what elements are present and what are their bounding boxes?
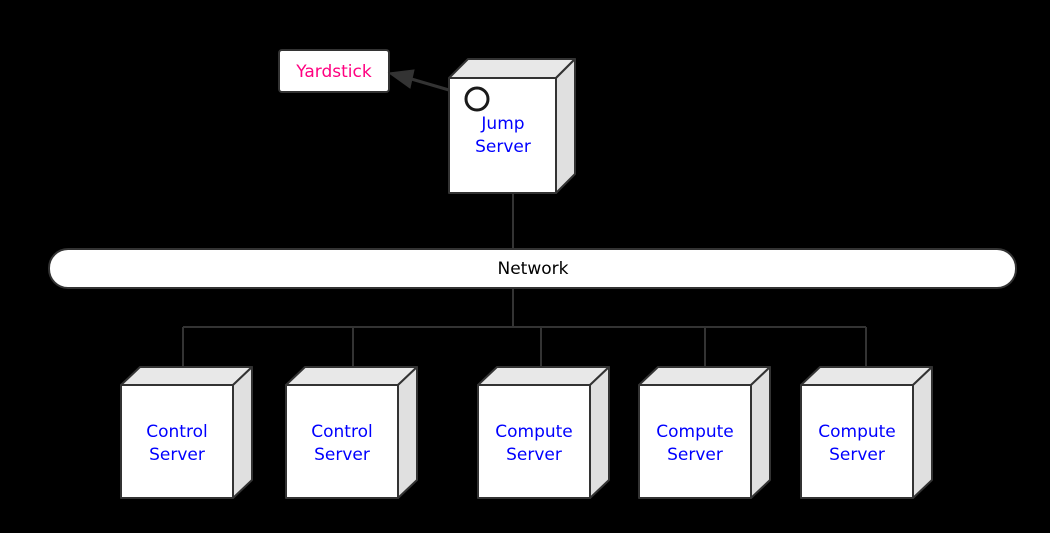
network-bar-shape <box>48 248 1017 289</box>
compute-server-2-front-face <box>638 384 752 499</box>
compute-server-1-label-line1: Compute <box>495 422 573 442</box>
yardstick-box-shape <box>278 49 390 93</box>
control-server-1-label-line2: Server <box>149 445 205 465</box>
jump-server-label-line1: Jump <box>480 114 524 134</box>
node-network[interactable]: Network <box>48 248 1017 289</box>
control-server-2-label-line1: Control <box>311 422 372 442</box>
compute-server-1-label-line2: Server <box>506 445 562 465</box>
compute-server-3-side-face <box>912 366 933 499</box>
compute-server-3-label-line2: Server <box>829 445 885 465</box>
control-server-1-top-face <box>120 366 253 386</box>
control-server-1-side-face <box>232 366 253 499</box>
node-compute-server-3[interactable]: Compute Server <box>800 366 933 499</box>
network-label: Network <box>498 259 569 279</box>
node-control-server-1[interactable]: Control Server <box>120 366 253 499</box>
node-compute-server-1[interactable]: Compute Server <box>477 366 610 499</box>
node-yardstick[interactable]: Yardstick <box>278 49 390 93</box>
jump-server-front-face <box>448 77 557 194</box>
control-server-2-label-line2: Server <box>314 445 370 465</box>
yardstick-label: Yardstick <box>295 62 372 82</box>
control-server-1-front-face <box>120 384 234 499</box>
compute-server-2-label-line1: Compute <box>656 422 734 442</box>
compute-server-3-front-face <box>800 384 914 499</box>
compute-server-3-top-face <box>800 366 933 386</box>
compute-server-2-label-line2: Server <box>667 445 723 465</box>
compute-server-2-top-face <box>638 366 771 386</box>
jump-server-top-face <box>448 58 576 79</box>
node-control-server-2[interactable]: Control Server <box>285 366 418 499</box>
arrow-head-icon <box>387 69 415 89</box>
node-jump-server[interactable]: Jump Server <box>448 58 576 194</box>
jump-server-interface-port-icon[interactable] <box>464 86 490 112</box>
control-server-2-side-face <box>397 366 418 499</box>
compute-server-1-side-face <box>589 366 610 499</box>
control-server-1-label-line1: Control <box>146 422 207 442</box>
compute-server-1-top-face <box>477 366 610 386</box>
compute-server-3-label-line1: Compute <box>818 422 896 442</box>
compute-server-2-side-face <box>750 366 771 499</box>
compute-server-1-front-face <box>477 384 591 499</box>
node-compute-server-2[interactable]: Compute Server <box>638 366 771 499</box>
control-server-2-front-face <box>285 384 399 499</box>
control-server-2-top-face <box>285 366 418 386</box>
jump-server-label-line2: Server <box>475 137 531 157</box>
jump-server-side-face <box>555 58 576 194</box>
